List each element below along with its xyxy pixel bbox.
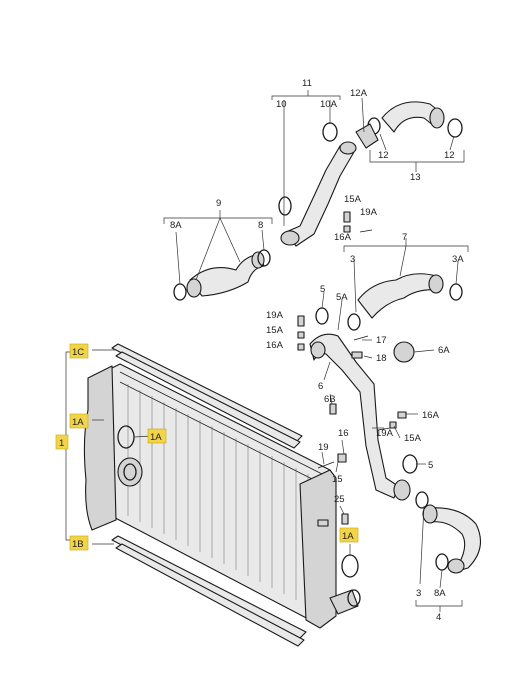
callout-8A-bottom: 8A bbox=[434, 588, 446, 599]
callout-1A-bottom-highlight bbox=[339, 527, 359, 543]
callout-1-highlight bbox=[55, 434, 69, 450]
callout-6A: 6A bbox=[438, 345, 450, 356]
callout-16A-top: 16A bbox=[334, 232, 352, 243]
callout-1C: 1C bbox=[72, 347, 84, 358]
callout-15: 15 bbox=[332, 474, 343, 485]
callout-3-bottom: 3 bbox=[416, 588, 421, 599]
callout-10A: 10A bbox=[320, 99, 338, 110]
callout-1A-left-highlight bbox=[69, 413, 89, 429]
charge-hose-13 bbox=[355, 101, 463, 149]
charge-hose-7 bbox=[347, 273, 463, 331]
callout-5-right: 5 bbox=[428, 460, 433, 471]
sensor-6A bbox=[393, 341, 415, 363]
charge-hose-9 bbox=[173, 249, 271, 301]
o-ring-1A-bottom bbox=[341, 554, 359, 578]
callout-1A-left: 1A bbox=[72, 417, 84, 428]
callout-13: 13 bbox=[410, 172, 421, 183]
callout-8A-top: 8A bbox=[170, 220, 182, 231]
callout-16A-mid: 16A bbox=[266, 340, 284, 351]
callout-8-top: 8 bbox=[258, 220, 263, 231]
callout-19: 19 bbox=[318, 442, 329, 453]
callout-1C-highlight bbox=[69, 343, 89, 359]
callout-15A-mid: 15A bbox=[266, 325, 284, 336]
intercooler bbox=[83, 363, 361, 629]
callout-17: 17 bbox=[376, 335, 387, 346]
callout-16: 16 bbox=[338, 428, 349, 439]
callout-1B: 1B bbox=[72, 539, 84, 550]
callout-15A-right: 15A bbox=[404, 433, 422, 444]
callout-7: 7 bbox=[402, 232, 407, 243]
charge-hose-4 bbox=[415, 491, 482, 574]
charge-pipe-6 bbox=[309, 307, 418, 501]
callout-12-left: 12 bbox=[378, 150, 389, 161]
callout-19A-right: 19A bbox=[376, 428, 394, 439]
callout-10: 10 bbox=[276, 99, 287, 110]
callout-6B: 6B bbox=[324, 394, 336, 405]
callout-3A: 3A bbox=[452, 254, 464, 265]
callout-15A-top: 15A bbox=[344, 194, 362, 205]
callout-19A-mid: 19A bbox=[266, 310, 284, 321]
callout-12-right: 12 bbox=[444, 150, 455, 161]
callout-6: 6 bbox=[318, 381, 323, 392]
callout-9: 9 bbox=[216, 198, 221, 209]
callout-12A: 12A bbox=[350, 88, 368, 99]
callout-11: 11 bbox=[302, 78, 312, 89]
callout-25: 25 bbox=[334, 494, 345, 505]
callout-1A-mid: 1A bbox=[150, 432, 162, 443]
callout-1: 1 bbox=[59, 438, 64, 449]
callout-1B-highlight bbox=[69, 535, 89, 551]
callout-18: 18 bbox=[376, 353, 387, 364]
callout-19A-top: 19A bbox=[360, 207, 378, 218]
callout-16A-right: 16A bbox=[422, 410, 440, 421]
callout-1A-mid-highlight bbox=[147, 428, 167, 444]
fasteners bbox=[297, 211, 407, 525]
callout-5-top: 5 bbox=[320, 284, 325, 295]
callout-3-top: 3 bbox=[350, 254, 355, 265]
callout-labels: 11 10 10A 12A 12 12 13 9 8A 8 15A 19A 16… bbox=[55, 78, 464, 623]
callout-5A: 5A bbox=[336, 292, 348, 303]
callout-1A-bottom: 1A bbox=[342, 531, 354, 542]
callout-4: 4 bbox=[436, 612, 441, 623]
charge-pipe-11 bbox=[278, 122, 357, 247]
